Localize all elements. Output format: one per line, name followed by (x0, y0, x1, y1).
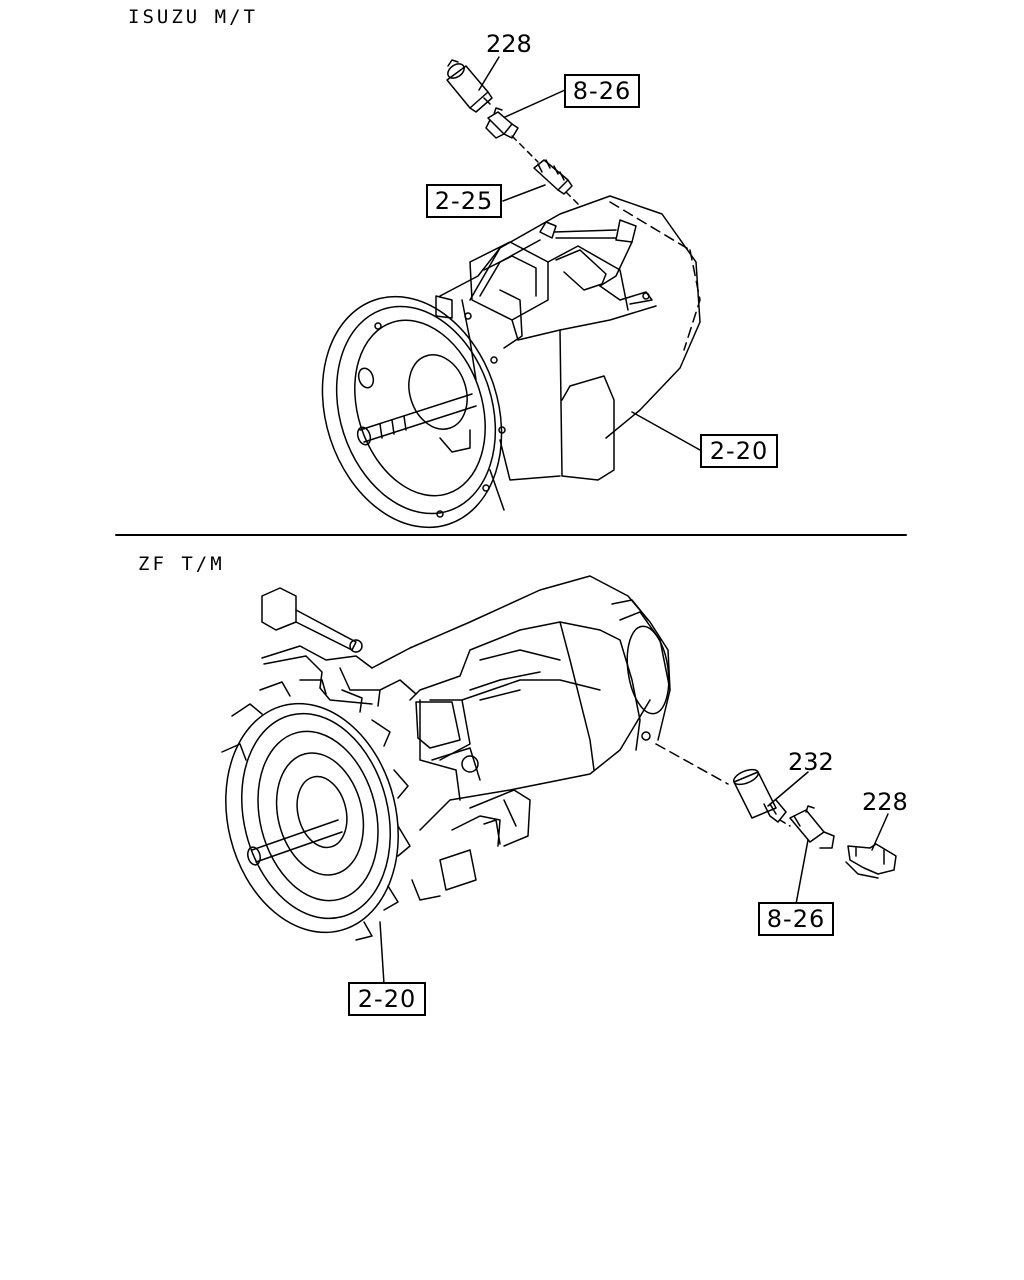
isuzu-connector-228-drawing (445, 60, 492, 112)
zf-part-228-label[interactable]: 228 (862, 788, 908, 816)
zf-adapter-232-drawing (732, 767, 786, 822)
zf-ref-2-20-label: 2-20 (357, 985, 417, 1013)
zf-228-leader (872, 814, 888, 850)
zf-232-leader (768, 772, 808, 806)
zf-8-26-leader (796, 840, 808, 904)
isuzu-2-25-leader (503, 185, 545, 201)
isuzu-transmission-drawing (294, 196, 700, 551)
isuzu-section-artwork (294, 57, 700, 551)
isuzu-ref-2-20-box[interactable]: 2-20 (700, 434, 778, 468)
zf-sensor-drawing (790, 806, 834, 848)
isuzu-8-26-leader (505, 90, 565, 117)
isuzu-ref-8-26-box[interactable]: 8-26 (564, 74, 640, 108)
zf-section-title: ZF T/M (138, 553, 225, 575)
isuzu-ref-2-25-label: 2-25 (434, 187, 494, 215)
isuzu-ref-2-25-box[interactable]: 2-25 (426, 184, 502, 218)
isuzu-sensor-drawing (486, 108, 518, 138)
isuzu-ref-8-26-label: 8-26 (572, 77, 632, 105)
zf-transmission-drawing (202, 576, 673, 951)
zf-ref-8-26-box[interactable]: 8-26 (758, 902, 834, 936)
isuzu-part-228-label[interactable]: 228 (486, 30, 532, 58)
zf-ref-2-20-box[interactable]: 2-20 (348, 982, 426, 1016)
zf-section-artwork (202, 576, 896, 984)
zf-part-232-label[interactable]: 232 (788, 748, 834, 776)
zf-2-20-leader (380, 922, 384, 984)
zf-clip-228-drawing (846, 844, 896, 878)
zf-ref-8-26-label: 8-26 (766, 905, 826, 933)
isuzu-ref-2-20-label: 2-20 (709, 437, 769, 465)
isuzu-2-20-leader (632, 412, 700, 450)
isuzu-228-leader (479, 57, 499, 90)
isuzu-section-title: ISUZU M/T (128, 6, 258, 28)
isuzu-shaft-drawing (534, 160, 572, 194)
